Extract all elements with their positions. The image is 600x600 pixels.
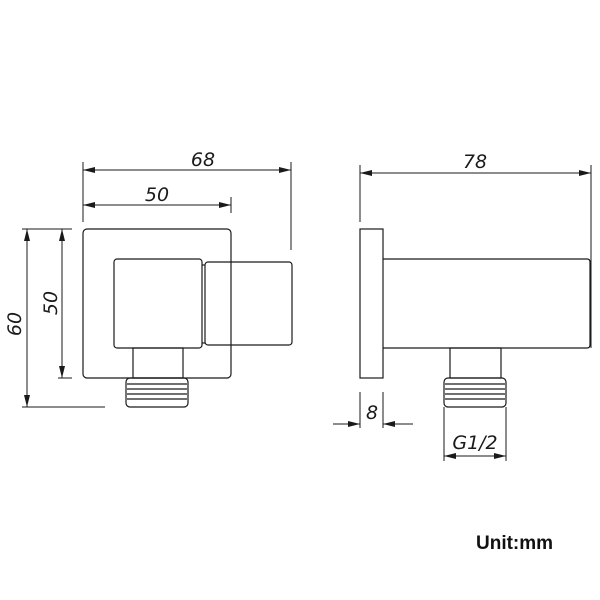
dimension-50-vertical-label: 50 [40, 291, 62, 315]
side-wall-plate [359, 228, 384, 379]
dimension-50-vertical: 50 [40, 229, 72, 379]
front-neck [132, 347, 184, 379]
dimension-thread-label: G1/2 [452, 432, 497, 454]
dimension-50-horizontal-label: 50 [145, 184, 169, 206]
front-threaded-nut [125, 377, 189, 408]
dimension-8-label: 8 [366, 402, 378, 424]
unit-label: Unit:mm [476, 533, 554, 554]
dimension-50-horizontal: 50 [83, 184, 232, 213]
side-body [383, 258, 591, 349]
dimension-thread: G1/2 [443, 407, 507, 461]
side-threaded-nut [443, 377, 507, 408]
front-body-square [113, 258, 203, 349]
dimension-8: 8 [333, 392, 413, 428]
front-view: 68 50 60 50 [4, 149, 293, 408]
dimension-78: 78 [359, 151, 592, 348]
dimension-60-label: 60 [4, 312, 26, 336]
front-wall-plate [82, 228, 232, 379]
dimension-68-label: 68 [191, 149, 215, 171]
front-handle-block [204, 261, 293, 346]
dimension-60-vertical: 60 [4, 228, 105, 408]
dimension-78-label: 78 [463, 151, 487, 173]
side-view: 78 8 G1/2 [333, 151, 592, 461]
side-neck [449, 347, 502, 379]
dimension-68: 68 [82, 149, 292, 250]
